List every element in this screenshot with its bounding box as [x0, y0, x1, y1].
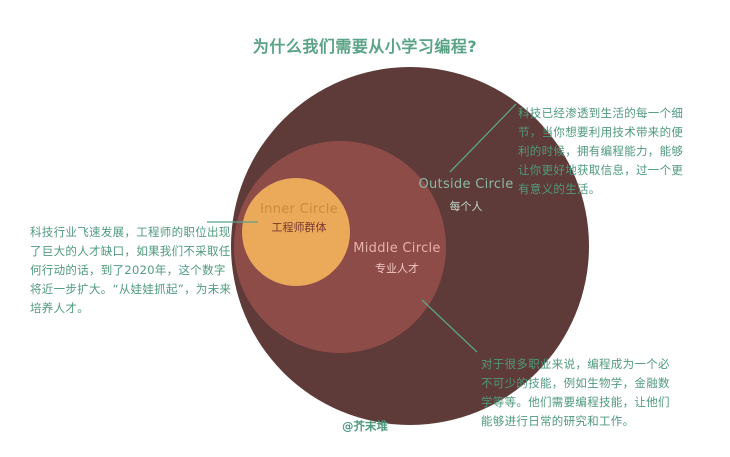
outside-circle-title: Outside Circle — [418, 177, 514, 192]
inner-circle-subtitle: 工程师群体 — [271, 221, 327, 234]
middle-circle-note: 对于很多职业来说，编程成为一个必不可少的技能，例如生物学，金融数学等等。他们需要… — [481, 357, 670, 428]
outside-circle-note: 科技已经渗透到生活的每一个细节，当你想要利用技术带来的便利的时候，拥有编程能力，… — [518, 106, 684, 196]
outside-connector-line — [449, 103, 517, 173]
inner-circle-label: Inner Circle 工程师群体 — [253, 202, 345, 235]
middle-circle-title: Middle Circle — [353, 241, 441, 256]
outside-circle-subtitle: 每个人 — [449, 200, 483, 213]
inner-circle — [242, 178, 350, 286]
middle-circle-subtitle: 专业人才 — [375, 262, 419, 275]
page-title: 为什么我们需要从小学习编程? — [252, 37, 478, 56]
middle-connector-line — [421, 299, 478, 353]
credit: @芥末堆 — [342, 419, 388, 433]
outside-circle-label: Outside Circle 每个人 — [411, 177, 521, 214]
inner-circle-title: Inner Circle — [260, 202, 338, 217]
middle-circle-label: Middle Circle 专业人才 — [345, 241, 449, 276]
inner-circle-note: 科技行业飞速发展，工程师的职位出现了巨大的人才缺口，如果我们不采取任何行动的话，… — [30, 225, 232, 315]
